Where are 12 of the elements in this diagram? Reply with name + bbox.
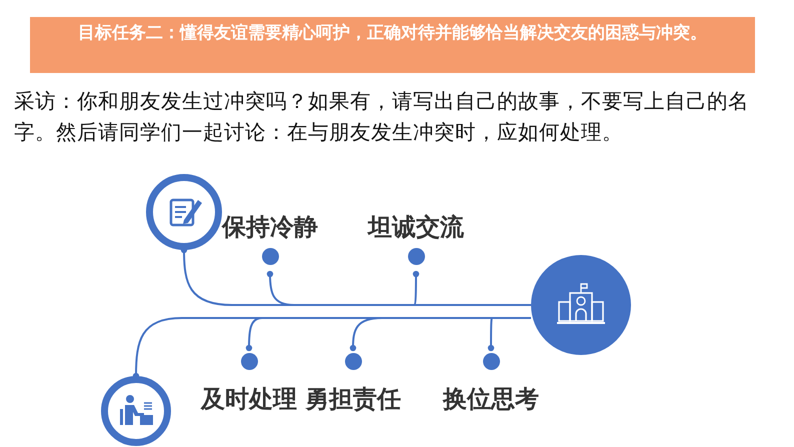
- point-text: 坦诚交流: [368, 212, 464, 242]
- hub-circle: [531, 255, 631, 355]
- point-text: 换位思考: [443, 384, 539, 414]
- title-banner: 目标任务二：懂得友谊需要精心呵护，正确对待并能够恰当解决交友的困惑与冲突。: [30, 17, 755, 73]
- icon-circle: [101, 376, 171, 446]
- connector-line: [412, 270, 531, 306]
- point-text: 勇担责任: [305, 384, 401, 414]
- icon-circle: [146, 174, 222, 250]
- connector-line: [488, 317, 531, 352]
- interview-prompt: 采访：你和朋友发生过冲突吗？如果有，请写出自己的故事，不要写上自己的名字。然后请同学们一起讨论：在与朋友发生冲突时，应如何处理。: [14, 88, 750, 146]
- point-text: 及时处理: [201, 384, 297, 414]
- point-text: 保持冷静: [222, 212, 318, 242]
